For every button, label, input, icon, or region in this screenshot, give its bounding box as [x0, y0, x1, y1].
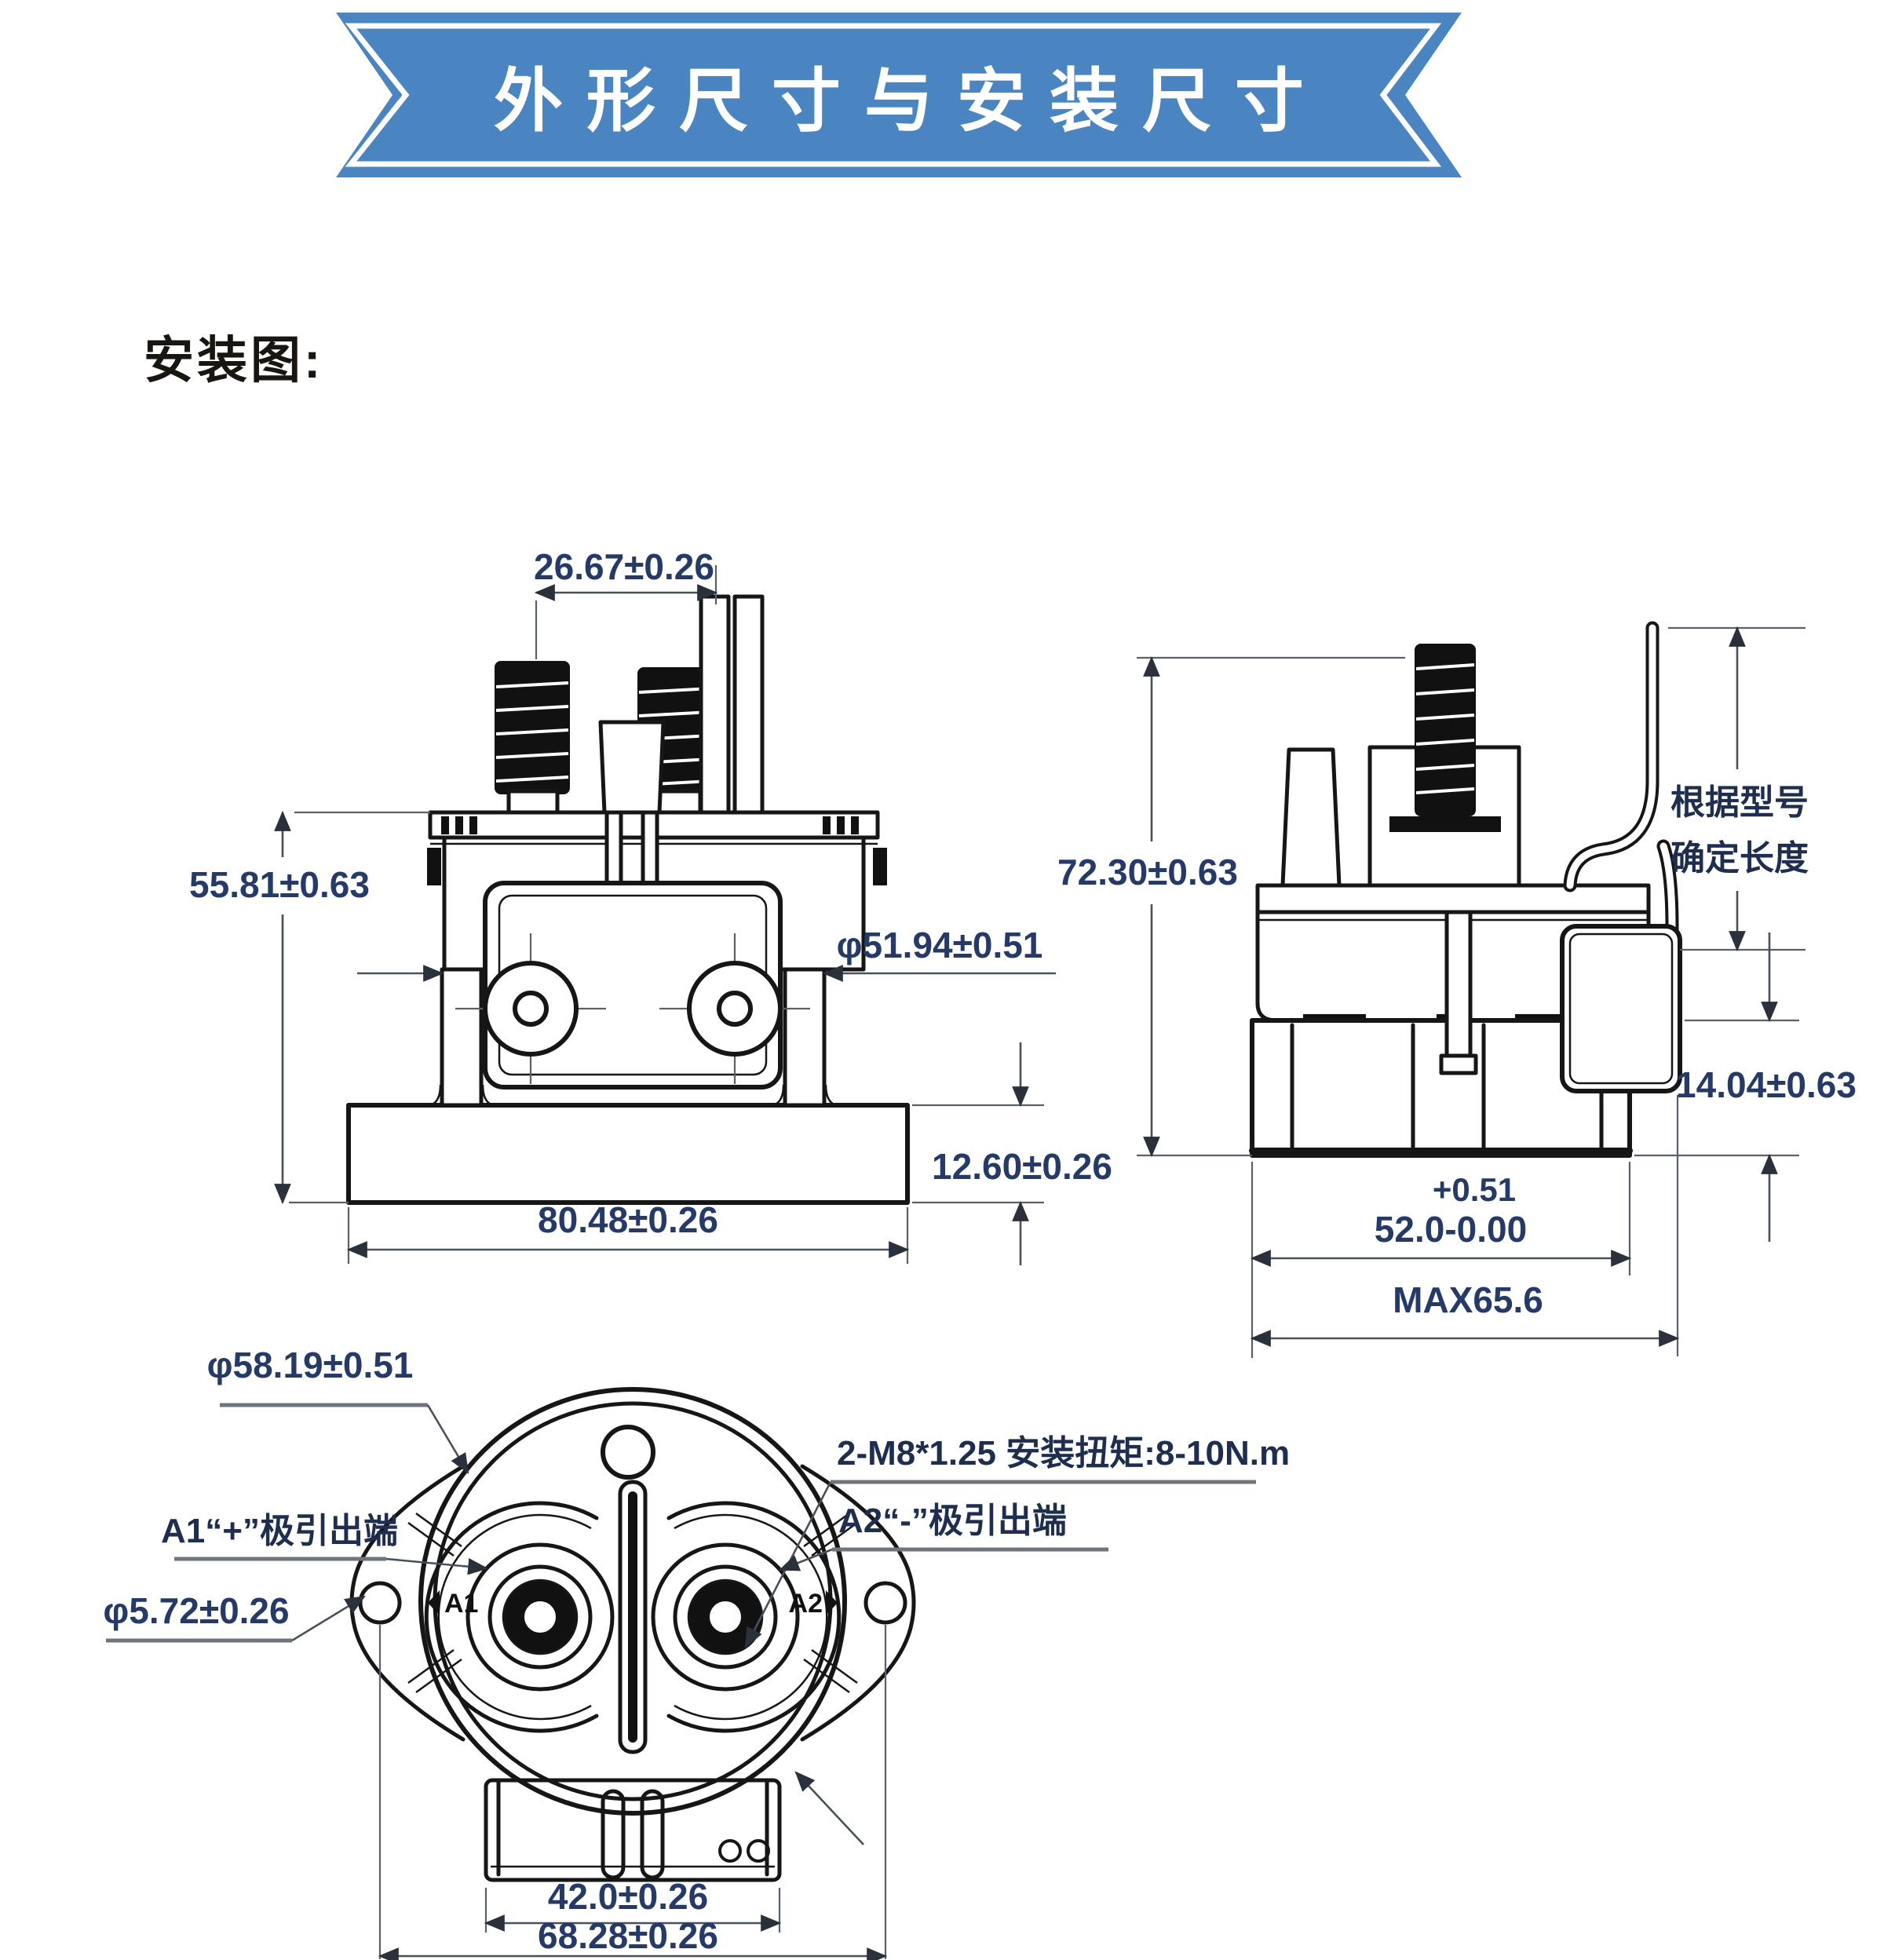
side-stud-base: [1389, 816, 1501, 832]
dim-base-width-side: 52.0-0.00: [1375, 1209, 1527, 1250]
connector-pin-1: [601, 1789, 626, 1880]
front-top-plate-slots: [441, 816, 859, 834]
front-coil-terminal-right: [659, 933, 810, 1084]
front-tall-plate-1: [699, 594, 731, 815]
dim-mount-spacing: 68.28±0.26: [538, 1915, 718, 1956]
dim-base-height: 12.60±0.26: [932, 1146, 1112, 1187]
connector-pin-2: [640, 1789, 665, 1880]
side-center-pin: [1444, 910, 1473, 1058]
front-right-nub: [873, 848, 887, 885]
front-pin-leg-1: [604, 810, 623, 885]
banner-ribbon-fill: [336, 13, 1462, 177]
front-pin-leg-2: [641, 810, 659, 885]
dim-base-width: 80.48±0.26: [538, 1199, 718, 1240]
connector-hole-1: [718, 1839, 742, 1863]
front-left-stud-threads: [495, 681, 569, 783]
bottom-outer-circle: [418, 1387, 847, 1816]
wire-note-line2: 确定长度: [1670, 839, 1809, 878]
side-body-outline: [1255, 910, 1565, 1023]
side-connector: [1560, 924, 1682, 1093]
section-label: 安装图:: [144, 332, 324, 389]
dim-stud-spacing: 26.67±0.26: [534, 546, 714, 587]
bottom-labels: φ58.19±0.51 A1“+”极引出端 φ5.72±0.26 2-M8*1.…: [103, 1345, 1290, 1845]
side-view: 72.30±0.63 根据型号 确定长度 14.04±0.63 +0.51 52…: [1057, 621, 1857, 1358]
bottom-terminal-a1: [466, 1542, 615, 1692]
connector-hole-2: [747, 1839, 770, 1863]
dim-connector-width: 42.0±0.26: [548, 1876, 708, 1917]
label-a2-terminal: A2“-”极引出端: [838, 1502, 1067, 1540]
side-threaded-stud: [1415, 644, 1476, 816]
front-coil-terminal-left: [455, 933, 606, 1084]
label-mount: 2-M8*1.25 安装扭矩:8-10N.m: [837, 1434, 1290, 1473]
front-dimensions: 26.67±0.26 55.81±0.63 φ51.94±0.51 12.60±…: [189, 546, 1112, 1265]
mark-a1: A1: [444, 1589, 478, 1619]
front-tall-plate-2: [732, 594, 765, 815]
dim-total-height: 72.30±0.63: [1057, 852, 1238, 892]
front-base-plate: [346, 1103, 910, 1205]
dim-body-dia: φ51.94±0.51: [837, 925, 1043, 965]
bottom-connector: [484, 1778, 782, 1882]
side-connector-inner: [1568, 933, 1674, 1085]
dim-height: 55.81±0.63: [189, 864, 370, 905]
bottom-view: A1 A2 φ58.19±0.51 A1“+”极引出端 φ5.72±0.26 2…: [103, 1345, 1290, 1960]
dim-base-tol: +0.51: [1433, 1171, 1516, 1208]
dimension-drawing: 26.67±0.26 55.81±0.63 φ51.94±0.51 12.60±…: [103, 546, 1857, 1960]
front-center-pin: [598, 720, 666, 815]
bottom-dimensions: 42.0±0.26 68.28±0.26: [378, 1625, 888, 1960]
banner-ribbon-shape: [336, 13, 1462, 177]
front-leg-fillets: [429, 1084, 837, 1107]
side-stud-threads: [1415, 663, 1475, 794]
side-top-plate: [1255, 883, 1651, 914]
bottom-molded-marks: A1 A2: [428, 1589, 838, 1619]
label-a1-terminal: A1“+”极引出端: [161, 1512, 398, 1550]
dim-ear-hole-dia: φ5.72±0.26: [103, 1590, 289, 1631]
page-title: 外形尺寸与安装尺寸: [493, 61, 1327, 140]
bottom-c-arcs: [424, 1501, 842, 1733]
bottom-center-slot-core: [628, 1491, 637, 1743]
title-banner: 外形尺寸与安装尺寸: [314, 11, 1484, 179]
dim-outer-dia: φ58.19±0.51: [207, 1345, 414, 1385]
front-left-stud-neck: [506, 789, 560, 815]
front-left-nub: [427, 848, 441, 885]
front-left-stud: [495, 661, 570, 794]
side-center-pin-foot: [1439, 1053, 1478, 1075]
connector-leader: [794, 1771, 864, 1845]
mark-a2: A2: [789, 1589, 823, 1619]
front-right-leg: [783, 967, 827, 1108]
banner-ribbon-border: [345, 23, 1442, 167]
side-left-pin: [1280, 747, 1342, 888]
wire-note-line1: 根据型号: [1670, 783, 1809, 822]
bottom-top-circle: [601, 1425, 655, 1480]
dim-lower-height: 14.04±0.63: [1676, 1064, 1857, 1105]
front-view: 26.67±0.26 55.81±0.63 φ51.94±0.51 12.60±…: [189, 546, 1112, 1265]
bottom-terminal-a2: [651, 1542, 800, 1692]
side-dimensions: 72.30±0.63 根据型号 确定长度 14.04±0.63 +0.51 52…: [1057, 626, 1857, 1358]
dim-max-width: MAX65.6: [1393, 1279, 1543, 1320]
side-lead-wire: [1563, 621, 1679, 976]
front-left-leg: [440, 967, 484, 1108]
